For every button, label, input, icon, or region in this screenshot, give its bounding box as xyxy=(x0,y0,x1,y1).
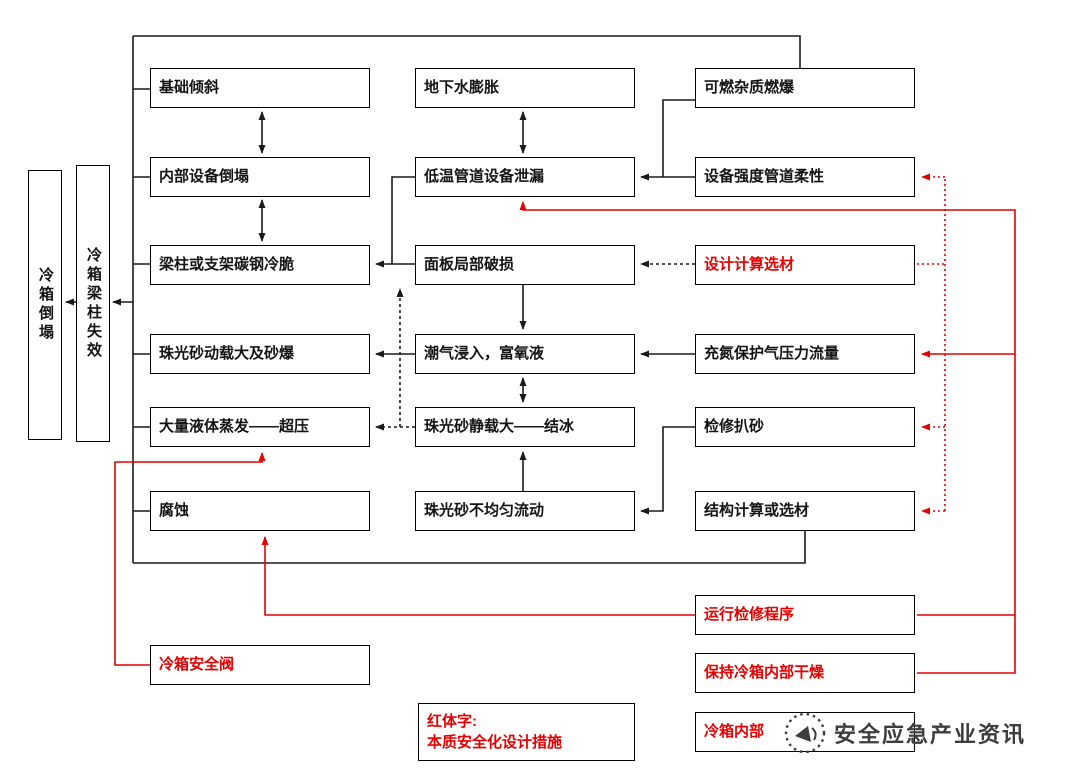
node-equipment-strength-pipe-flexibility: 设备强度管道柔性 xyxy=(695,157,915,197)
legend-note: 红体字: 本质安全化设计措施 xyxy=(418,703,635,761)
watermark-text: 安全应急产业资讯 xyxy=(834,722,1027,747)
node-groundwater-expansion: 地下水膨胀 xyxy=(415,68,635,108)
node-maintenance-sand-removal: 检修扒砂 xyxy=(695,407,915,447)
node-internal-equipment-collapse: 内部设备倒塌 xyxy=(150,157,370,197)
node-coldbox-safety-valve: 冷箱安全阀 xyxy=(150,645,370,685)
node-panel-local-damage: 面板局部破损 xyxy=(415,245,635,285)
node-liquid-evaporation-overpressure: 大量液体蒸发——超压 xyxy=(150,407,370,447)
megaphone-icon xyxy=(784,712,826,754)
node-flammable-impurity-explosion: 可燃杂质燃爆 xyxy=(695,68,915,108)
node-operation-maintenance-procedure: 运行检修程序 xyxy=(695,595,915,635)
legend-line1: 红体字: xyxy=(427,712,477,730)
node-foundation-tilt: 基础倾斜 xyxy=(150,68,370,108)
node-perlite-uneven-flow: 珠光砂不均匀流动 xyxy=(415,491,635,531)
node-structure-calc-or-material: 结构计算或选材 xyxy=(695,491,915,531)
node-corrosion: 腐蚀 xyxy=(150,491,370,531)
node-nitrogen-purge-pressure-flow: 充氮保护气压力流量 xyxy=(695,334,915,374)
node-perlite-dynamic-load-blast: 珠光砂动载大及砂爆 xyxy=(150,334,370,374)
node-moisture-ingress-oxygen-rich: 潮气浸入，富氧液 xyxy=(415,334,635,374)
legend-line2: 本质安全化设计措施 xyxy=(427,733,563,751)
node-keep-coldbox-interior-dry: 保持冷箱内部干燥 xyxy=(695,653,915,693)
node-coldbox-beam-failure: 冷箱梁柱失效 xyxy=(76,165,110,442)
node-carbon-steel-cold-brittle: 梁柱或支架碳钢冷脆 xyxy=(150,245,370,285)
node-cryo-pipe-equipment-leak: 低温管道设备泄漏 xyxy=(415,157,635,197)
node-design-calc-material-selection: 设计计算选材 xyxy=(695,245,915,285)
node-coldbox-collapse: 冷箱倒塌 xyxy=(28,170,62,440)
watermark: 安全应急产业资讯 xyxy=(782,708,1026,758)
node-perlite-static-load-icing: 珠光砂静载大——结冰 xyxy=(415,407,635,447)
